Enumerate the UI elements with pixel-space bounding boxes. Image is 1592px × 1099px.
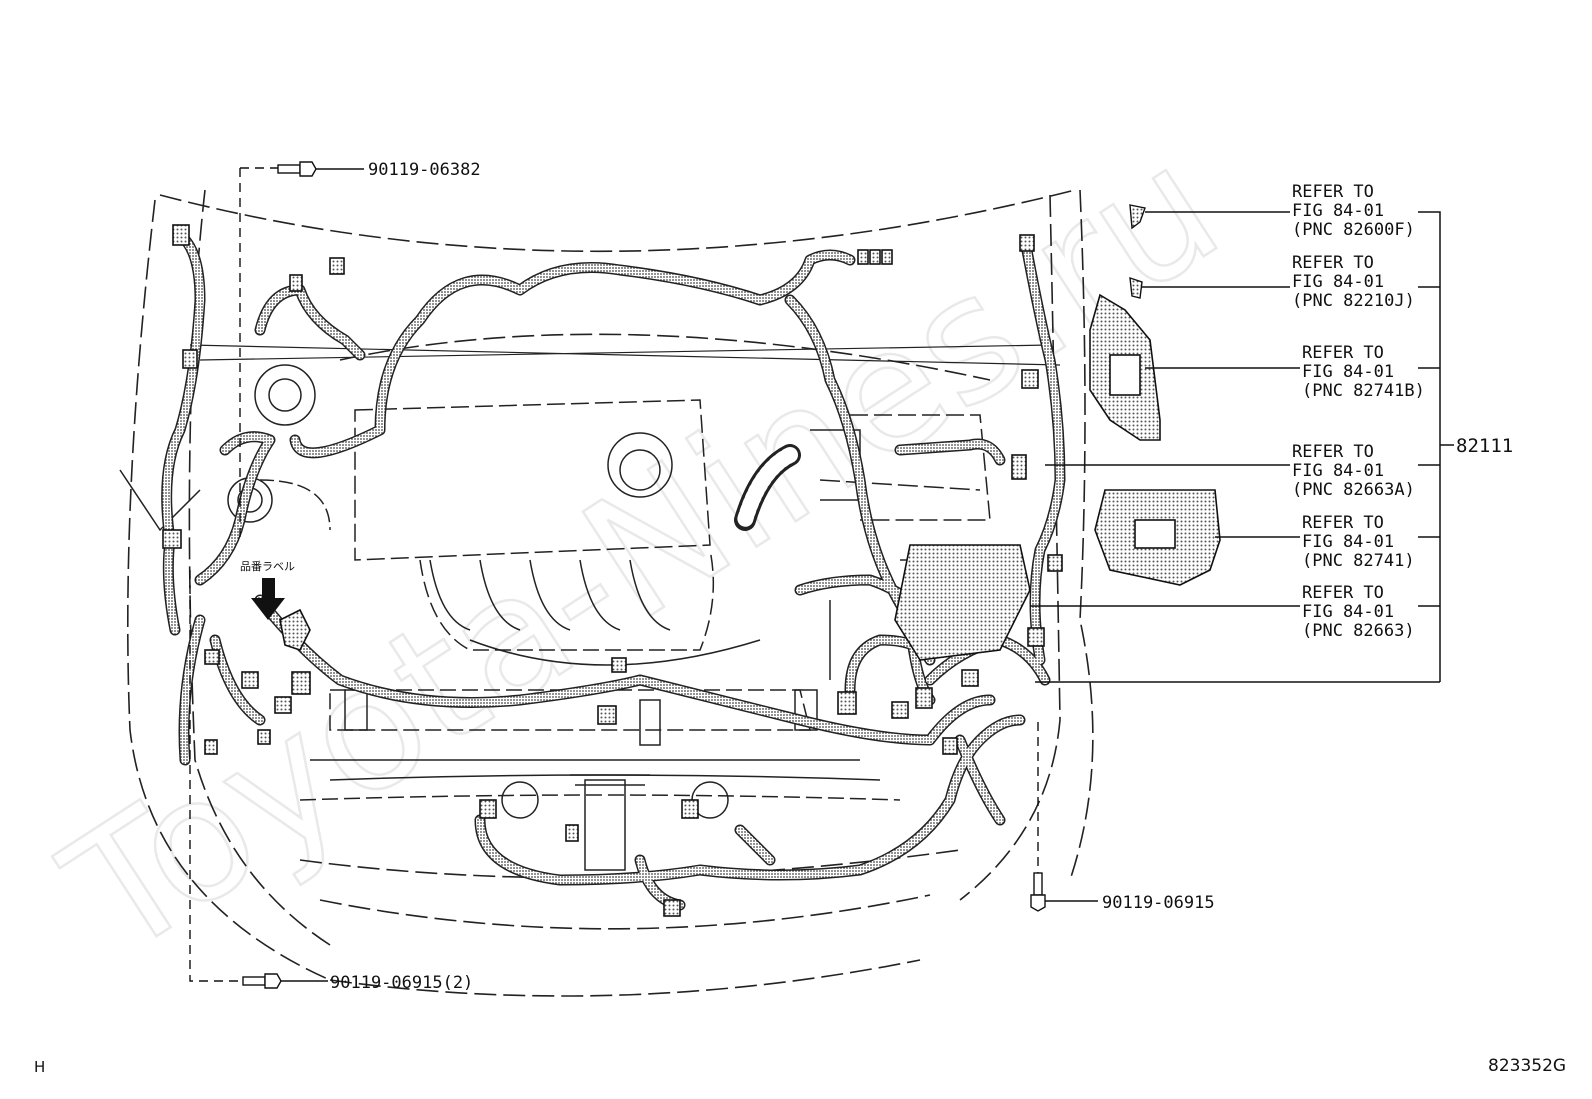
bolt-leaders xyxy=(189,167,1039,982)
bolt-part-number: 90119-06915 xyxy=(1102,893,1215,913)
callout-leaders xyxy=(281,168,1454,982)
refer-line2: FIG 84-01 xyxy=(1302,532,1394,552)
refer-block: REFER TO FIG 84-01 (PNC 82663A) xyxy=(1292,442,1415,500)
refer-line1: REFER TO xyxy=(1292,442,1374,462)
connectors xyxy=(162,224,1063,917)
refer-block: REFER TO FIG 84-01 (PNC 82210J) xyxy=(1292,253,1415,311)
refer-line3: (PNC 82663A) xyxy=(1292,480,1415,500)
label-arrow-icon xyxy=(251,578,285,620)
refer-line3: (PNC 82741) xyxy=(1302,551,1415,571)
bolt-part-number: 90119-06382 xyxy=(368,160,481,180)
relay-box-82741 xyxy=(1094,489,1221,586)
relay-box-82741B xyxy=(1089,293,1161,441)
refer-line1: REFER TO xyxy=(1292,253,1374,273)
refer-line3: (PNC 82600F) xyxy=(1292,220,1415,240)
refer-block: REFER TO FIG 84-01 (PNC 82600F) xyxy=(1292,182,1415,240)
bolt-icon xyxy=(277,161,317,177)
refer-line3: (PNC 82741B) xyxy=(1302,381,1425,401)
refer-block: REFER TO FIG 84-01 (PNC 82741B) xyxy=(1302,343,1425,401)
bolt-part-number: 90119-06915(2) xyxy=(330,973,473,993)
part-number-label-jp: 品番ラベル xyxy=(240,560,295,573)
bolt-icon xyxy=(1030,872,1046,912)
footer-left-code: H xyxy=(34,1058,46,1076)
figure-number: 823352G xyxy=(1488,1056,1567,1076)
refer-block: REFER TO FIG 84-01 (PNC 82663) xyxy=(1302,583,1415,641)
small-clips xyxy=(1129,204,1146,299)
refer-line2: FIG 84-01 xyxy=(1292,272,1384,292)
refer-line1: REFER TO xyxy=(1292,182,1374,202)
refer-line1: REFER TO xyxy=(1302,583,1384,603)
refer-line3: (PNC 82663) xyxy=(1302,621,1415,641)
refer-block: REFER TO FIG 84-01 (PNC 82741) xyxy=(1302,513,1415,571)
refer-line2: FIG 84-01 xyxy=(1292,201,1384,221)
refer-line3: (PNC 82210J) xyxy=(1292,291,1415,311)
refer-line1: REFER TO xyxy=(1302,343,1384,363)
junction-block-82663 xyxy=(894,544,1031,661)
refer-line1: REFER TO xyxy=(1302,513,1384,533)
assembly-part-number: 82111 xyxy=(1456,435,1513,457)
refer-line2: FIG 84-01 xyxy=(1302,362,1394,382)
refer-line2: FIG 84-01 xyxy=(1292,461,1384,481)
bolt-icon xyxy=(242,973,282,989)
engine-outlines xyxy=(119,344,1061,871)
refer-line2: FIG 84-01 xyxy=(1302,602,1394,622)
